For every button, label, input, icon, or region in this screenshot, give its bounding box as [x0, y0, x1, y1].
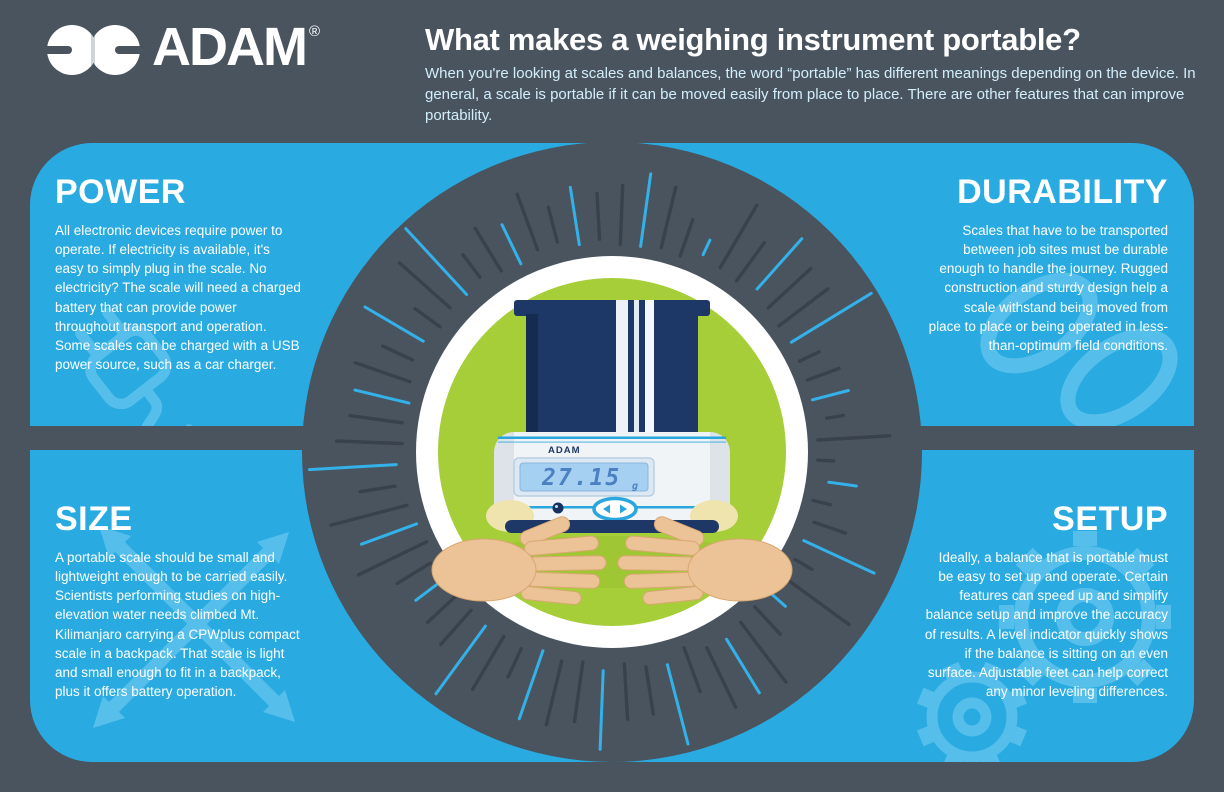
durability-heading: DURABILITY — [957, 173, 1168, 211]
scale-illustration: ADAM 27.15 g — [431, 300, 793, 606]
intro-text: When you're looking at scales and balanc… — [425, 65, 1196, 124]
setup-section: SETUP Ideally, a balance that is portabl… — [922, 502, 1168, 701]
size-heading: SIZE — [55, 500, 133, 538]
size-section: SIZE A portable scale should be small an… — [55, 502, 301, 701]
adam-logo-text: ADAM — [152, 17, 308, 77]
scale-display-value: 27.15 — [541, 465, 621, 491]
gears-icon — [917, 531, 1171, 762]
power-body: All electronic devices require power to … — [55, 223, 301, 373]
header: ADAM ® What makes a weighing instrument … — [0, 0, 1224, 143]
scale-button-highlight — [555, 505, 558, 508]
right-hand — [617, 516, 793, 606]
resize-arrows-icon — [93, 526, 295, 728]
center-illustration: ADAM 27.15 g — [302, 142, 922, 762]
adam-logo-word: ADAM ® — [152, 17, 321, 77]
durability-body: Scales that have to be transported betwe… — [928, 223, 1168, 353]
power-section: POWER All electronic devices require pow… — [55, 175, 301, 374]
page-title: What makes a weighing instrument portabl… — [425, 22, 1081, 57]
adam-logo-mark-icon — [46, 25, 142, 75]
chain-icon — [980, 272, 1178, 426]
setup-heading: SETUP — [1052, 500, 1168, 538]
scale-display: 27.15 g — [513, 457, 655, 497]
setup-body: Ideally, a balance that is portable must… — [924, 550, 1168, 700]
adam-logo: ADAM ® — [46, 17, 321, 77]
plug-icon — [75, 307, 195, 426]
scale-button — [552, 502, 564, 514]
scale-chamber — [514, 300, 710, 440]
left-hand — [431, 516, 607, 606]
burst-rays-icon — [307, 172, 892, 751]
scale-level-indicator — [592, 496, 638, 522]
scale-display-unit: g — [632, 481, 638, 492]
scale-brand-label: ADAM — [548, 445, 581, 456]
registered-trademark: ® — [308, 23, 321, 40]
power-heading: POWER — [55, 173, 186, 211]
size-body: A portable scale should be small and lig… — [55, 550, 300, 700]
durability-section: DURABILITY Scales that have to be transp… — [928, 175, 1168, 355]
